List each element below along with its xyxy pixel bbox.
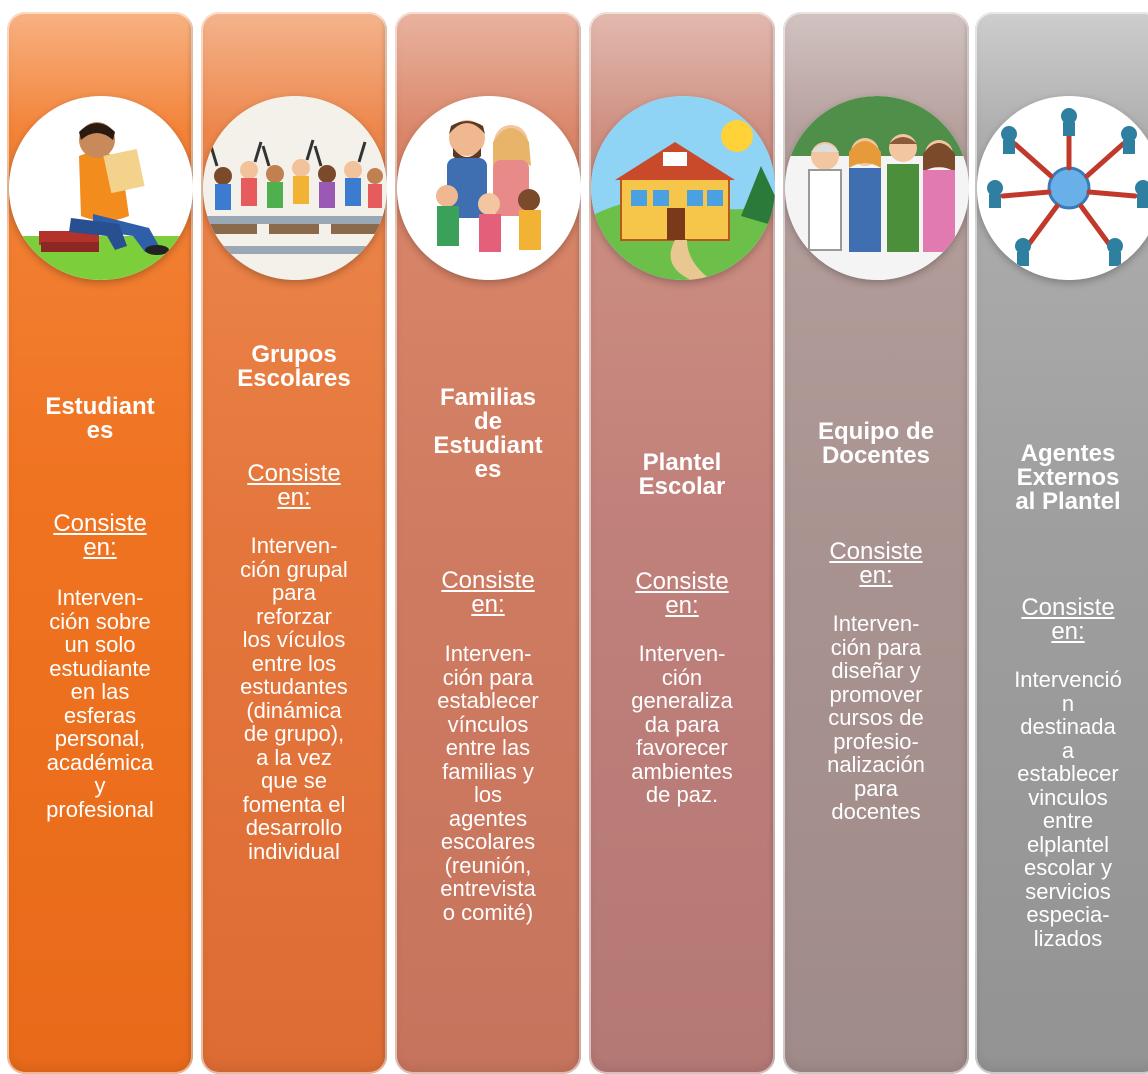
column-description: Interven- ción generaliza da para favore… — [631, 641, 733, 807]
column-description: Interven- ción para establecer vínculos … — [437, 641, 539, 925]
column-title: Agentes Externos al Plantel — [1015, 440, 1121, 515]
column-title: Equipo de Docentes — [818, 418, 934, 469]
consiste-label: Consiste en: — [247, 460, 341, 511]
column-title: Familias de Estudiant es — [433, 384, 543, 483]
column-estudiantes: Estudiant es Consiste en: Interven- ción… — [7, 12, 193, 1074]
column-description: Intervenció n destinada a establecer vin… — [1014, 667, 1122, 951]
column-equipo-docentes: Equipo de Docentes Consiste en: Interven… — [783, 12, 969, 1074]
teachers-group-icon — [785, 96, 969, 280]
consiste-label: Consiste en: — [829, 538, 923, 589]
column-title: Estudiant es — [45, 393, 155, 444]
column-description: Interven- ción sobre un solo estudiante … — [46, 585, 154, 822]
column-familias: Familias de Estudiant es Consiste en: In… — [395, 12, 581, 1074]
column-grupos-escolares: Grupos Escolares Consiste en: Interven- … — [201, 12, 387, 1074]
column-agentes-externos: Agentes Externos al Plantel Consiste en:… — [975, 12, 1148, 1074]
student-reading-icon — [9, 96, 193, 280]
classroom-group-icon — [203, 96, 387, 280]
consiste-label: Consiste en: — [441, 567, 535, 618]
column-description: Interven- ción grupal para reforzar los … — [240, 533, 348, 864]
network-agents-icon — [977, 96, 1148, 280]
school-building-icon — [591, 96, 775, 280]
column-description: Interven- ción para diseñar y promover c… — [827, 611, 925, 824]
consiste-label: Consiste en: — [1021, 594, 1115, 645]
column-plantel-escolar: Plantel Escolar Consiste en: Interven- c… — [589, 12, 775, 1074]
column-title: Grupos Escolares — [237, 341, 351, 392]
family-icon — [397, 96, 581, 280]
consiste-label: Consiste en: — [635, 568, 729, 619]
consiste-label: Consiste en: — [53, 510, 147, 561]
column-title: Plantel Escolar — [638, 449, 726, 500]
